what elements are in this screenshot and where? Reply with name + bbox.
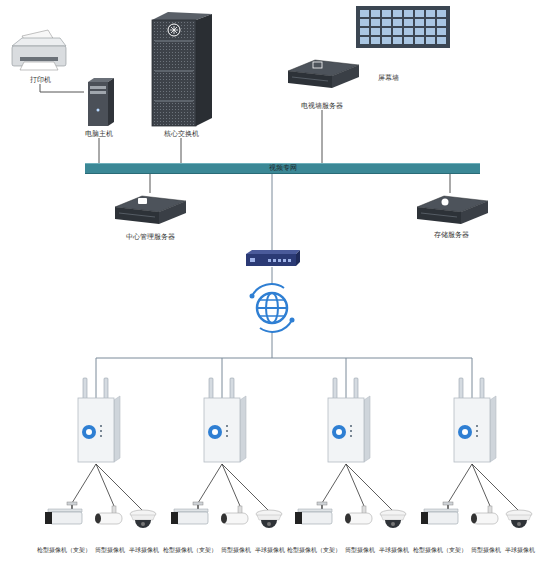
camera-node: 筒型摄像机 (344, 482, 376, 554)
device-label: 筒型摄像机 (94, 546, 126, 554)
camera-node: 半球摄像机 (504, 482, 536, 554)
network-link (450, 174, 451, 193)
device-label: 半球摄像机 (128, 546, 160, 554)
device-label: 电脑主机 (84, 130, 114, 138)
camera-node: 半球摄像机 (128, 482, 160, 554)
network-link (40, 84, 84, 92)
camera-node: 枪型摄像机（支架） (412, 482, 468, 554)
network-link (322, 110, 323, 163)
server-node: 存储服务器 (412, 193, 490, 239)
camera-node: 筒型摄像机 (94, 482, 126, 554)
pc-node: 电脑主机 (84, 80, 114, 138)
network-name: 视频专网 (85, 164, 480, 173)
device-label: 筒型摄像机 (470, 546, 502, 554)
device-label: 枪型摄像机（支架） (162, 546, 218, 554)
device-label: 半球摄像机 (504, 546, 536, 554)
device-label: 半球摄像机 (254, 546, 286, 554)
printer-node: 打印机 (8, 28, 72, 84)
device-label: 屏幕墙 (340, 74, 436, 82)
gateway-device (246, 250, 300, 266)
access-point-group (45, 358, 532, 528)
server-node: 电视墙服务器 (286, 56, 358, 110)
camera-node: 半球摄像机 (378, 482, 410, 554)
network-link (181, 138, 182, 163)
network-wires (96, 174, 472, 358)
screen-wall (356, 6, 450, 48)
device-label: 核心交换机 (148, 130, 214, 138)
internet-globe (250, 284, 295, 332)
tv-wall-server-icon (288, 60, 359, 88)
server-node: 中心管理服务器 (110, 193, 190, 241)
core-switch-rack (152, 12, 212, 126)
camera-node: 筒型摄像机 (220, 482, 252, 554)
device-label: 枪型摄像机（支架） (412, 546, 468, 554)
camera-node: 枪型摄像机（支架） (286, 482, 342, 554)
network-link (99, 138, 100, 163)
camera-node: 半球摄像机 (254, 482, 286, 554)
device-label: 半球摄像机 (378, 546, 410, 554)
network-link (150, 174, 151, 193)
device-label: 打印机 (8, 76, 72, 84)
device-label: 电视墙服务器 (286, 102, 358, 110)
device-label: 筒型摄像机 (344, 546, 376, 554)
switch-node: 核心交换机 (148, 10, 214, 138)
printer-icon (12, 30, 66, 70)
device-label: 中心管理服务器 (110, 233, 190, 241)
device-label: 枪型摄像机（支架） (36, 546, 92, 554)
screen-wall-node: 屏幕墙 (340, 2, 436, 82)
pc-tower-icon (88, 78, 114, 126)
center-server-icon (115, 196, 186, 224)
camera-node: 筒型摄像机 (470, 482, 502, 554)
device-label: 筒型摄像机 (220, 546, 252, 554)
network-bus: 视频专网 (85, 163, 480, 174)
camera-node: 枪型摄像机（支架） (36, 482, 92, 554)
storage-server-icon (417, 196, 488, 224)
device-label: 存储服务器 (412, 231, 490, 239)
camera-node: 枪型摄像机（支架） (162, 482, 218, 554)
device-label: 枪型摄像机（支架） (286, 546, 342, 554)
